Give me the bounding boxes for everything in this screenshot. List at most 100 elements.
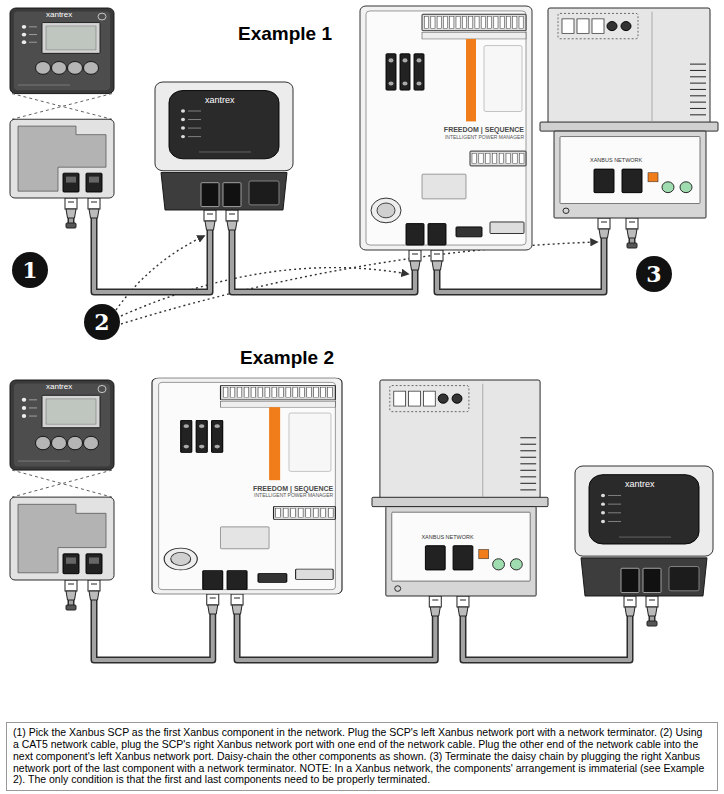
device-part bbox=[417, 81, 422, 85]
device-part bbox=[220, 401, 335, 407]
device-part bbox=[12, 470, 112, 497]
plug-group bbox=[65, 198, 658, 616]
device-part bbox=[520, 154, 524, 164]
device-part bbox=[377, 203, 395, 218]
plug-latch bbox=[91, 584, 97, 585]
device-part bbox=[389, 58, 394, 62]
device-part bbox=[12, 470, 112, 497]
device-part bbox=[643, 568, 661, 592]
device-part bbox=[22, 398, 26, 402]
device-part bbox=[403, 58, 408, 62]
device-part bbox=[520, 444, 536, 445]
device-part bbox=[422, 32, 526, 39]
device-part bbox=[453, 546, 473, 570]
device-part bbox=[42, 23, 100, 54]
device-part bbox=[589, 475, 699, 544]
plug-body bbox=[624, 596, 636, 607]
device-part bbox=[230, 387, 235, 397]
dotted-leader bbox=[121, 242, 597, 324]
device-drawing bbox=[360, 6, 532, 250]
device-part bbox=[690, 83, 706, 84]
plug-latch bbox=[210, 598, 216, 599]
brand-logo: xantrex bbox=[46, 11, 72, 19]
network-cable bbox=[94, 198, 210, 292]
device-part bbox=[300, 387, 305, 397]
device-part bbox=[648, 173, 658, 182]
device-part bbox=[428, 224, 446, 245]
inverter-charger: XANBUS NETWORK bbox=[540, 8, 718, 218]
device-part bbox=[289, 413, 331, 471]
device-part bbox=[314, 387, 319, 397]
plug-body bbox=[226, 210, 238, 221]
device-part bbox=[63, 173, 79, 192]
device-part bbox=[18, 85, 70, 86]
device-part bbox=[10, 380, 114, 470]
terminator-group bbox=[66, 210, 657, 626]
device-part bbox=[29, 407, 37, 408]
device-part bbox=[89, 177, 99, 183]
device-illustration bbox=[10, 380, 114, 580]
device-part bbox=[220, 527, 269, 549]
power-manager: FREEDOM | SEQUENCEINTELLIGENT POWER MANA… bbox=[152, 378, 342, 594]
plug-boot bbox=[66, 591, 76, 600]
device-part bbox=[560, 137, 700, 204]
brand-logo: xantrex bbox=[46, 383, 72, 391]
device-part bbox=[520, 437, 536, 438]
device-part bbox=[520, 489, 536, 490]
example-heading: Example 1 bbox=[238, 24, 332, 45]
plug-body bbox=[65, 198, 77, 209]
device-part bbox=[563, 208, 569, 213]
plug-body bbox=[409, 250, 421, 261]
rj45-plug bbox=[624, 596, 636, 616]
device-part bbox=[506, 17, 510, 29]
device-part bbox=[366, 11, 526, 245]
device-part bbox=[608, 521, 621, 522]
device-part bbox=[199, 151, 251, 152]
device-part bbox=[237, 387, 242, 397]
plug-boot bbox=[430, 607, 440, 616]
device-part bbox=[389, 81, 394, 85]
device-part bbox=[601, 494, 605, 497]
plug-latch bbox=[629, 222, 635, 223]
device-part bbox=[283, 509, 288, 518]
device-part bbox=[161, 172, 287, 210]
device-part bbox=[466, 39, 476, 121]
device-part bbox=[520, 457, 536, 458]
device-part bbox=[181, 126, 185, 129]
device-part bbox=[558, 13, 638, 38]
rj45-plug bbox=[65, 198, 77, 218]
network-terminator bbox=[66, 592, 76, 610]
plug-boot bbox=[625, 607, 635, 616]
device-part bbox=[456, 227, 482, 237]
rj45-plug bbox=[204, 210, 216, 230]
device-part bbox=[601, 511, 605, 514]
device-part bbox=[22, 414, 26, 418]
device-part bbox=[470, 151, 526, 166]
device-part bbox=[690, 95, 706, 96]
device-part bbox=[98, 13, 106, 20]
network-terminator bbox=[647, 608, 657, 626]
plug-latch bbox=[432, 600, 438, 601]
plug-latch bbox=[68, 584, 74, 585]
device-part bbox=[386, 507, 536, 596]
device-part bbox=[608, 504, 621, 505]
cable-group bbox=[94, 198, 630, 660]
device-drawing bbox=[155, 82, 293, 210]
device-part bbox=[619, 537, 671, 538]
device-part bbox=[472, 154, 476, 164]
product-tagline: INTELLIGENT POWER MANAGER bbox=[254, 493, 333, 498]
device-part bbox=[22, 406, 26, 410]
device-part bbox=[14, 384, 110, 467]
plug-latch bbox=[412, 254, 418, 255]
system-control-panel: xantrex bbox=[10, 8, 114, 198]
plug-body bbox=[204, 210, 216, 221]
device-part bbox=[188, 111, 201, 112]
device-part bbox=[188, 119, 201, 120]
device-part bbox=[493, 559, 505, 570]
device-part bbox=[360, 6, 532, 250]
device-drawing bbox=[10, 380, 114, 580]
plug-latch bbox=[434, 254, 440, 255]
device-part bbox=[293, 387, 298, 397]
device-part bbox=[181, 109, 185, 112]
device-part bbox=[554, 131, 706, 218]
